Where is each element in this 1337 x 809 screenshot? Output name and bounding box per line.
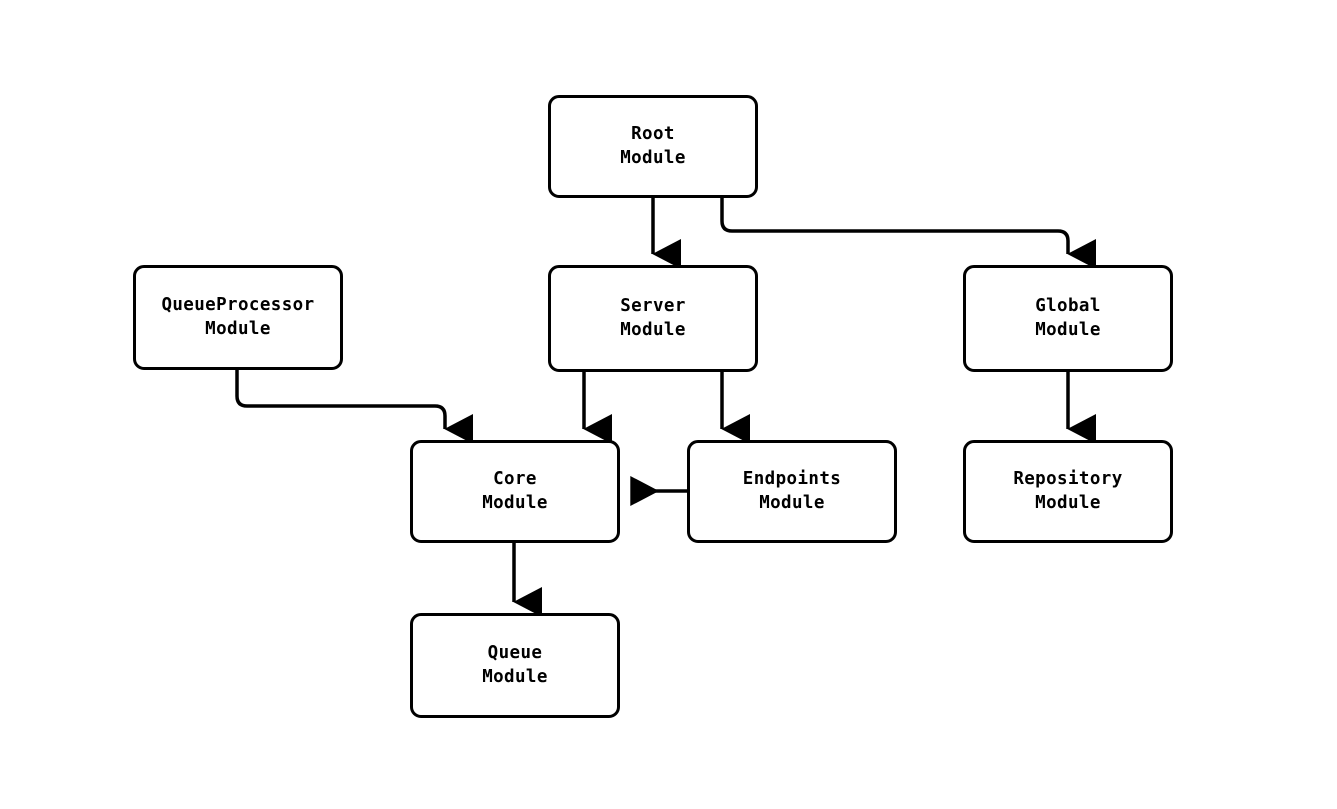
node-label-global: Global Module	[1035, 295, 1101, 340]
node-label-queue: Queue Module	[482, 642, 548, 687]
node-repository[interactable]: Repository Module	[963, 440, 1173, 543]
edge-root-to-global	[720, 198, 1096, 270]
node-label-queueprocessor: QueueProcessor Module	[161, 294, 315, 339]
node-server[interactable]: Server Module	[548, 265, 758, 372]
node-label-root: Root Module	[620, 123, 686, 168]
edge-queueprocessor-to-core	[235, 370, 473, 445]
node-label-repository: Repository Module	[1013, 468, 1123, 513]
node-endpoints[interactable]: Endpoints Module	[687, 440, 897, 543]
node-queue[interactable]: Queue Module	[410, 613, 620, 718]
node-core[interactable]: Core Module	[410, 440, 620, 543]
node-label-server: Server Module	[620, 295, 686, 340]
node-root[interactable]: Root Module	[548, 95, 758, 198]
node-label-core: Core Module	[482, 468, 548, 513]
node-label-endpoints: Endpoints Module	[742, 468, 842, 513]
node-global[interactable]: Global Module	[963, 265, 1173, 372]
node-queueprocessor[interactable]: QueueProcessor Module	[133, 265, 343, 370]
